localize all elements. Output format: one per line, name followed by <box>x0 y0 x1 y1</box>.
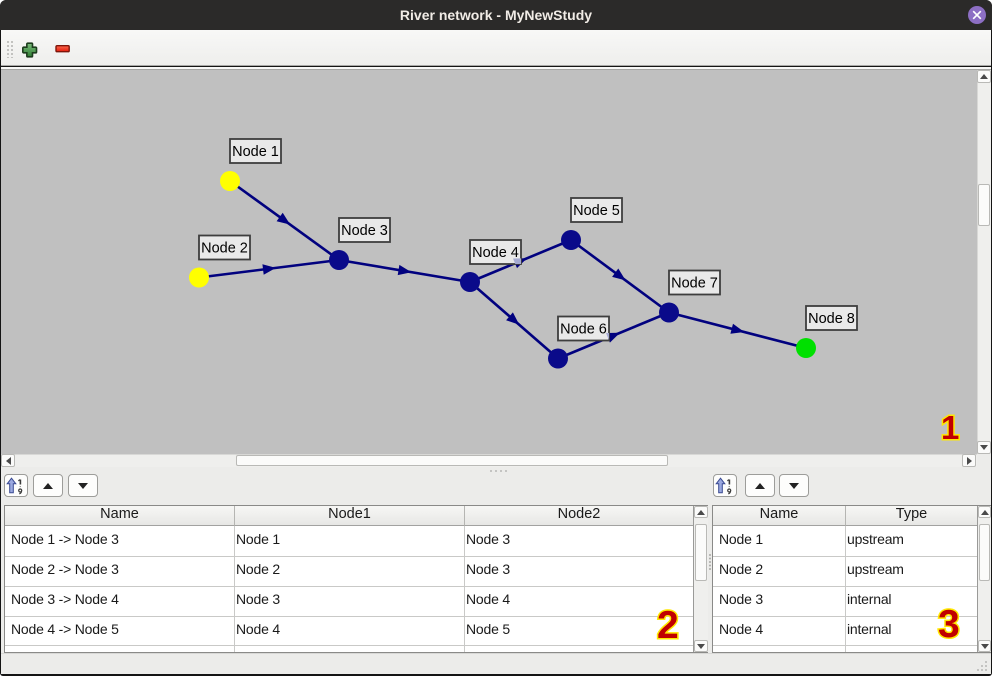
svg-text:Node 1: Node 1 <box>232 144 279 160</box>
svg-text:Node 5: Node 5 <box>573 203 620 219</box>
svg-text:Node 8: Node 8 <box>808 311 855 327</box>
svg-text:Node 4: Node 4 <box>472 245 519 261</box>
svg-text:Node 3: Node 3 <box>341 223 388 239</box>
svg-text:Node 7: Node 7 <box>671 276 718 292</box>
svg-text:Node 6: Node 6 <box>560 322 607 338</box>
svg-text:Node 2: Node 2 <box>201 241 248 257</box>
